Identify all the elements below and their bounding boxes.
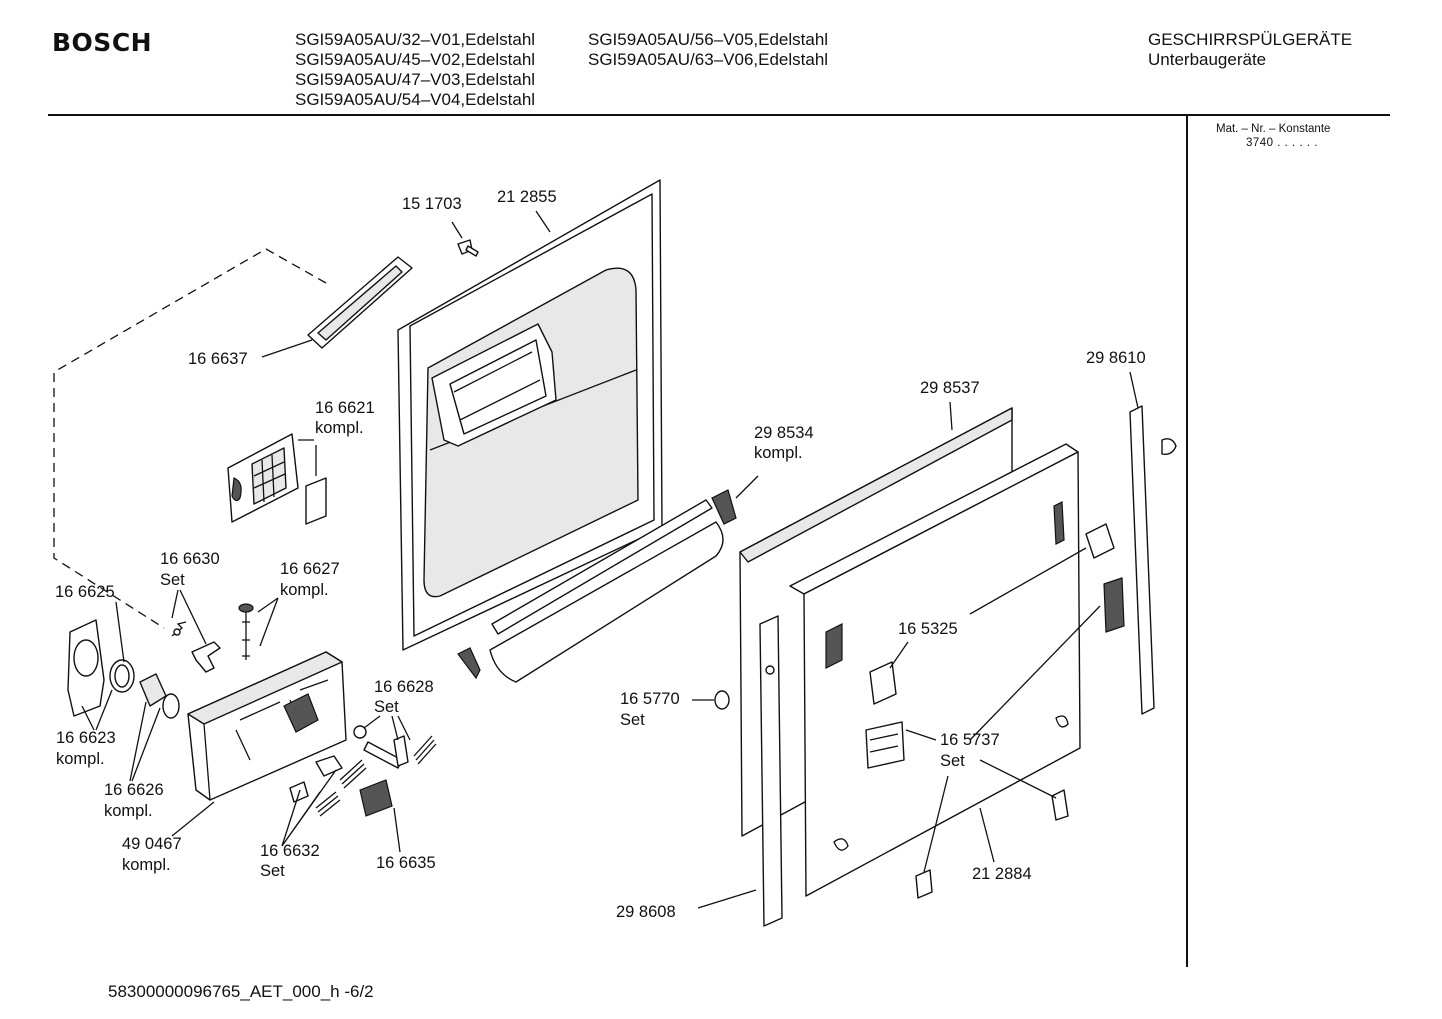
header-divider: [48, 114, 1390, 116]
inner-door-panel: [397, 179, 663, 651]
seal-frame: [307, 256, 413, 349]
leader-lines: [81, 210, 1139, 909]
door-lock-housing: [187, 651, 347, 801]
part-number-166626: 16 6626: [104, 781, 164, 799]
part-number-166635: 16 6635: [376, 854, 436, 872]
brand-logo: BOSCH: [52, 28, 153, 57]
part-sub-166628: Set: [374, 698, 399, 716]
spring-clips: [289, 725, 437, 817]
part-sub-166630: Set: [160, 571, 185, 589]
spring-and-latch: [171, 603, 254, 673]
model-line: SGI59A05AU/54–V04,Edelstahl: [295, 90, 536, 109]
model-line: SGI59A05AU/63–V06,Edelstahl: [588, 50, 829, 69]
part-sub-490467: kompl.: [122, 856, 171, 874]
part-sub-298534: kompl.: [754, 444, 803, 462]
model-list-1: SGI59A05AU/32–V01,Edelstahl SGI59A05AU/4…: [295, 30, 535, 110]
part-number-298608: 29 8608: [616, 903, 676, 921]
model-line: SGI59A05AU/45–V02,Edelstahl: [295, 50, 536, 69]
part-number-166627: 16 6627: [280, 560, 340, 578]
mat-value: 3740 . . . . . .: [1246, 137, 1318, 149]
handle-assembly: [67, 619, 180, 719]
part-number-212855: 21 2855: [497, 188, 557, 206]
bottom-seal-strip: [457, 489, 737, 683]
screw-151703: [457, 239, 479, 257]
part-number-166630: 16 6630: [160, 550, 220, 568]
part-sub-166632: Set: [260, 862, 285, 880]
hinge-brackets: [865, 523, 1125, 899]
part-sub-165770: Set: [620, 711, 645, 729]
mounting-frame: [789, 443, 1081, 897]
model-line: SGI59A05AU/47–V03,Edelstahl: [295, 70, 536, 89]
part-number-166628: 16 6628: [374, 678, 434, 696]
part-sub-165737: Set: [940, 752, 965, 770]
side-trim-strips: [714, 405, 1177, 927]
part-number-166621: 16 6621: [315, 399, 375, 417]
model-line: SGI59A05AU/56–V05,Edelstahl: [588, 30, 829, 49]
part-sub-166626: kompl.: [104, 802, 153, 820]
part-number-490467: 49 0467: [122, 835, 182, 853]
part-number-151703: 15 1703: [402, 195, 462, 213]
part-number-165325: 16 5325: [898, 620, 958, 638]
part-labels: 15 1703 21 2855 16 6637 16 6621 kompl. 1…: [55, 188, 1146, 921]
part-sub-166627: kompl.: [280, 581, 329, 599]
category-block: GESCHIRRSPÜLGERÄTE Unterbaugeräte: [1148, 30, 1352, 70]
part-number-298534: 29 8534: [754, 424, 814, 442]
mat-info: Mat. – Nr. – Konstante 3740 . . . . . .: [1216, 122, 1330, 150]
dispenser-grid: [227, 433, 327, 525]
part-number-165770: 16 5770: [620, 690, 680, 708]
part-sub-166621: kompl.: [315, 419, 364, 437]
side-divider: [1186, 115, 1188, 967]
part-number-165737: 16 5737: [940, 731, 1000, 749]
part-number-166625: 16 6625: [55, 583, 115, 601]
category-subtitle: Unterbaugeräte: [1148, 50, 1267, 69]
part-number-212884: 21 2884: [972, 865, 1032, 883]
category-title: GESCHIRRSPÜLGERÄTE: [1148, 30, 1353, 49]
assembly-dashed-line: [53, 248, 327, 629]
part-sub-166623: kompl.: [56, 750, 105, 768]
part-number-298610: 29 8610: [1086, 349, 1146, 367]
part-number-166623: 16 6623: [56, 729, 116, 747]
document-id: 58300000096765_AET_000_h -6/2: [108, 982, 374, 1001]
part-number-298537: 29 8537: [920, 379, 980, 397]
mat-label: Mat. – Nr. – Konstante: [1216, 123, 1331, 135]
model-line: SGI59A05AU/32–V01,Edelstahl: [295, 30, 536, 49]
part-number-166632: 16 6632: [260, 842, 320, 860]
model-list-2: SGI59A05AU/56–V05,Edelstahl SGI59A05AU/6…: [588, 30, 828, 70]
part-number-166637: 16 6637: [188, 350, 248, 368]
